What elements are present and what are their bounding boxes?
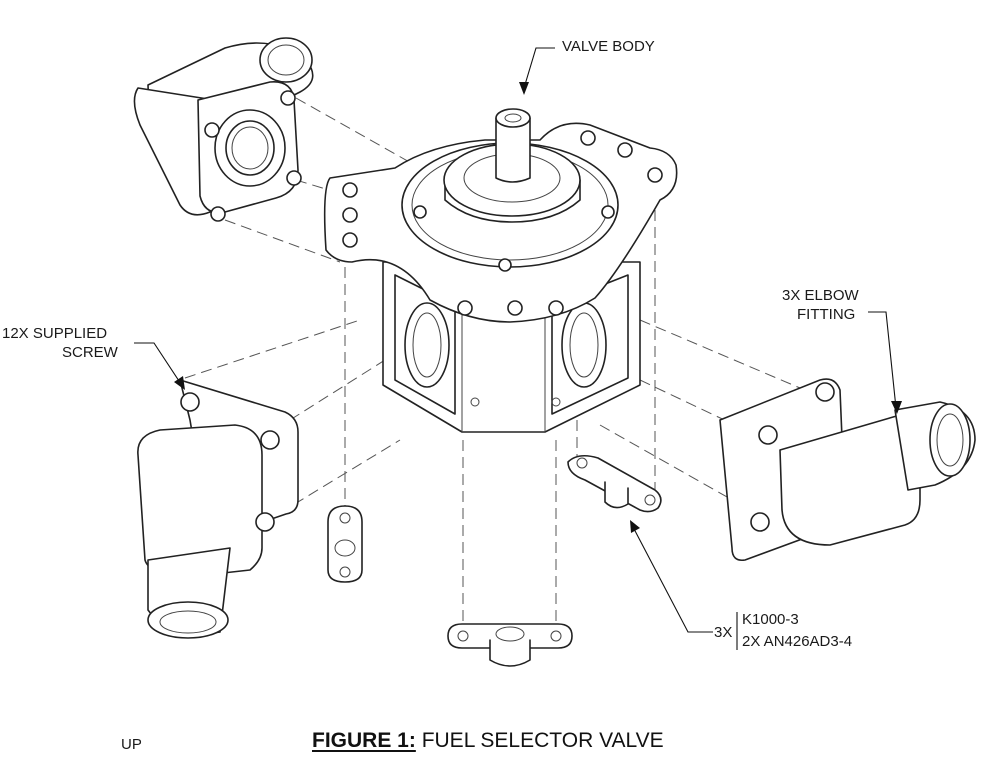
elbow-fitting-label-line1: 3X ELBOW [782, 287, 859, 304]
part-number-label-1: K1000-3 [742, 611, 799, 628]
elbow-fitting-top-left [133, 37, 314, 222]
quantity-label: 3X [714, 624, 733, 641]
figure-number: FIGURE 1: [312, 729, 416, 752]
supplied-screw-label-line2: SCREW [62, 344, 118, 361]
mounting-fitting-bottom [447, 623, 573, 667]
figure-title: FUEL SELECTOR VALVE [421, 729, 664, 752]
figure-caption: FIGURE 1: FUEL SELECTOR VALVE [312, 729, 664, 753]
elbow-fitting-left [137, 379, 299, 639]
part-number-label-2: 2X AN426AD3-4 [742, 633, 853, 650]
mounting-fitting-left [327, 505, 363, 583]
valve-body [323, 108, 678, 433]
elbow-fitting-right [719, 378, 976, 562]
up-label: UP [121, 736, 142, 753]
elbow-fitting-label-line2: FITTING [797, 306, 856, 323]
valve-body-label: VALVE BODY [562, 38, 655, 55]
supplied-screw-label-line1: 12X SUPPLIED [2, 325, 108, 342]
callout-leaders [134, 47, 902, 650]
mounting-fitting-right [567, 454, 662, 513]
